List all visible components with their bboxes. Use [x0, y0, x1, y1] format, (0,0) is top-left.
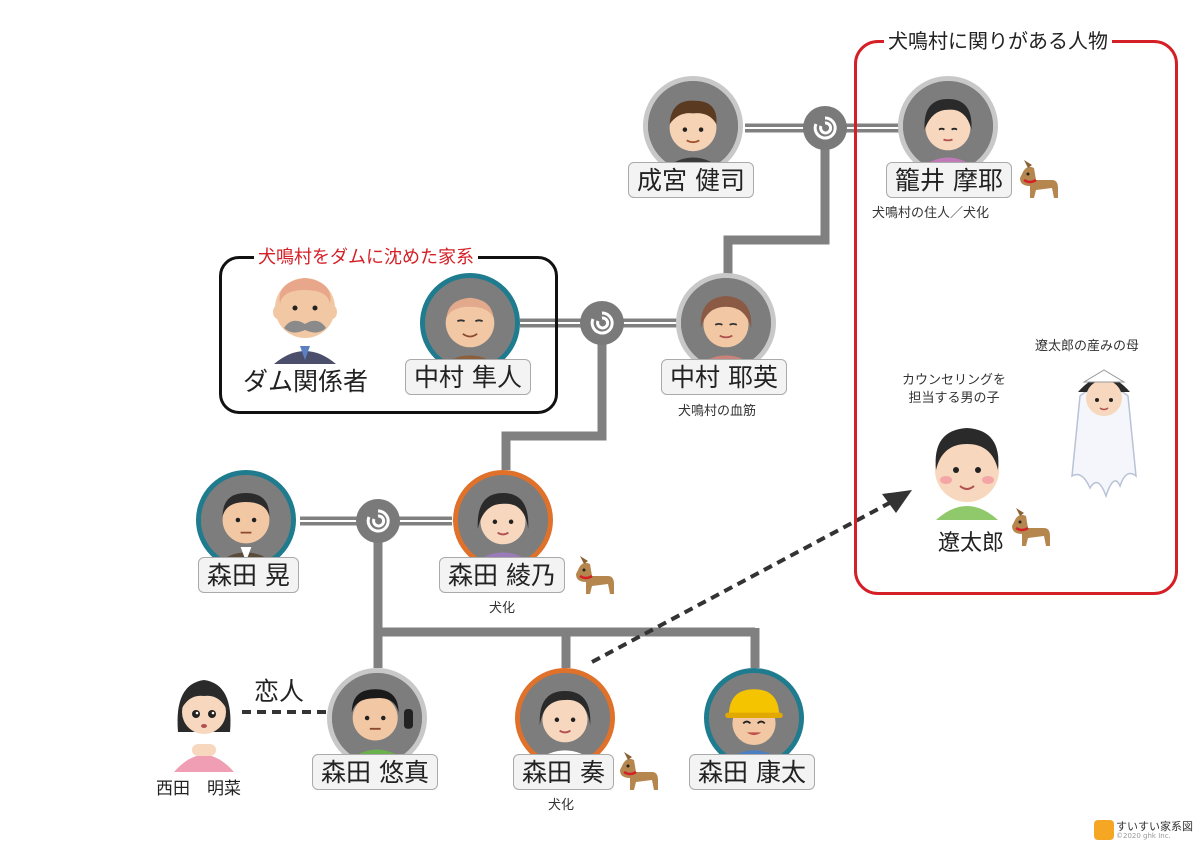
name-kouta[interactable]: 森田 康太 — [689, 754, 815, 790]
name-akira[interactable]: 森田 晃 — [198, 557, 299, 593]
name-kanade[interactable]: 森田 奏 — [513, 754, 614, 790]
avatar-hayato[interactable] — [420, 273, 520, 373]
name-narumiya[interactable]: 成宮 健司 — [628, 162, 754, 198]
caption-counsel: カウンセリングを 担当する男の子 — [902, 373, 1007, 406]
avatar-kouta[interactable] — [704, 668, 804, 768]
caption-kanade: 犬化 — [548, 798, 575, 813]
name-hayato[interactable]: 中村 隼人 — [405, 359, 531, 395]
name-yuma[interactable]: 森田 悠真 — [312, 754, 438, 790]
avatar-akina[interactable] — [166, 668, 242, 772]
avatar-ryotaro[interactable] — [924, 420, 1010, 520]
dog-icon — [1006, 504, 1052, 548]
avatar-kagoi[interactable] — [898, 76, 998, 176]
dog-icon — [614, 748, 660, 792]
marriage-ring-icon — [356, 499, 400, 543]
avatar-kanade[interactable] — [515, 668, 615, 768]
avatar-yuma[interactable] — [327, 668, 427, 768]
name-yae[interactable]: 中村 耶英 — [661, 359, 787, 395]
dog-icon — [570, 552, 616, 596]
lover-label: 恋人 — [254, 677, 305, 706]
caption-kagoi: 犬鳴村の住人／犬化 — [872, 206, 990, 221]
avatar-mother-ghost[interactable] — [1066, 356, 1142, 508]
logo-subtext: ©2020 ghk Inc. — [1116, 832, 1171, 840]
marriage-ring-icon — [803, 106, 847, 150]
counsel-arrow-head — [882, 490, 912, 513]
village-related-title: 犬鳴村に関りがある人物 — [884, 25, 1112, 54]
logo-icon — [1094, 820, 1114, 840]
name-dam-official[interactable]: ダム関係者 — [243, 367, 369, 396]
name-ryotaro[interactable]: 遼太郎 — [938, 531, 1005, 556]
avatar-yae[interactable] — [676, 273, 776, 373]
caption-ayano: 犬化 — [489, 601, 516, 616]
name-kagoi[interactable]: 籠井 摩耶 — [886, 162, 1012, 198]
logo-text: すいすい家系図 — [1116, 820, 1193, 833]
avatar-ayano[interactable] — [453, 470, 553, 570]
avatar-akira[interactable] — [196, 470, 296, 570]
line-nakamura-to-ayano — [501, 330, 607, 470]
counsel-arrow-line — [591, 498, 896, 664]
name-akina[interactable]: 西田 明菜 — [156, 779, 241, 799]
line-top-to-yae — [723, 135, 830, 278]
name-ayano[interactable]: 森田 綾乃 — [439, 557, 565, 593]
avatar-dam-official[interactable] — [262, 268, 348, 364]
marriage-ring-icon — [580, 301, 624, 345]
caption-mother: 遼太郎の産みの母 — [1035, 339, 1140, 354]
app-logo[interactable]: すいすい家系図 ©2020 ghk Inc. — [1094, 818, 1194, 844]
dam-family-title: 犬鳴村をダムに沈めた家系 — [254, 243, 478, 269]
dog-icon — [1014, 156, 1060, 200]
avatar-narumiya[interactable] — [643, 76, 743, 176]
caption-yae: 犬鳴村の血筋 — [678, 404, 757, 419]
line-morita-to-children — [373, 528, 755, 637]
